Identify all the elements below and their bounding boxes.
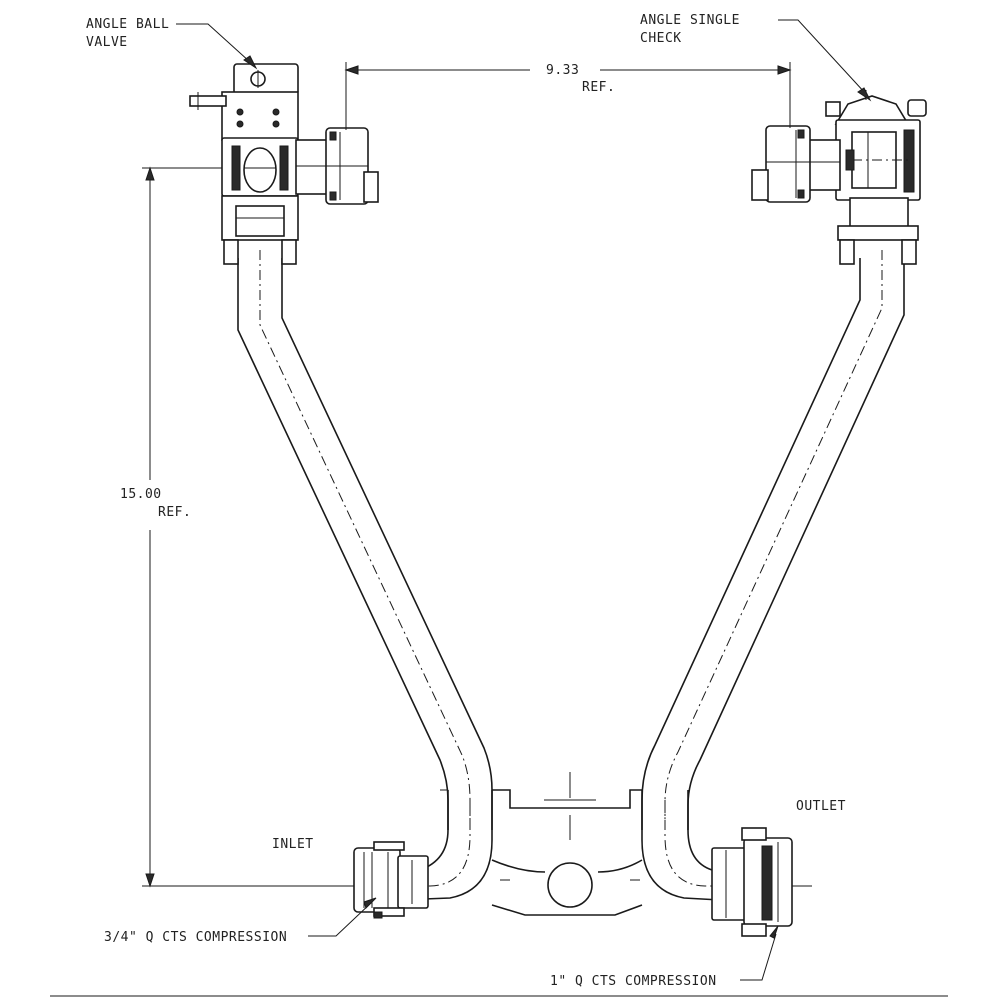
width-dimension-value: 9.33 [546, 63, 579, 78]
angle-ball-valve [189, 63, 379, 265]
label-angle-ball-valve-line1: ANGLE BALL [86, 17, 169, 32]
callout-leaders [176, 19, 872, 981]
inlet-compression-fitting [320, 841, 429, 919]
label-outlet: OUTLET [796, 799, 846, 814]
width-dimension [344, 62, 792, 130]
height-dimension-note: REF. [158, 505, 191, 520]
height-dimension-value: 15.00 [120, 487, 162, 502]
width-dimension-note: REF. [582, 80, 615, 95]
label-inlet-compression: 3/4" Q CTS COMPRESSION [104, 930, 287, 945]
outlet-compression-fitting [711, 827, 812, 937]
label-angle-single-check-line1: ANGLE SINGLE [640, 13, 740, 28]
bottom-manifold [360, 772, 780, 916]
angle-single-check [751, 90, 927, 265]
label-outlet-compression: 1" Q CTS COMPRESSION [550, 974, 717, 989]
label-inlet: INLET [272, 837, 314, 852]
left-riser-pipe [237, 250, 493, 830]
height-dimension [142, 166, 320, 888]
right-riser-pipe [641, 250, 905, 830]
label-angle-ball-valve-line2: VALVE [86, 35, 128, 50]
label-angle-single-check-line2: CHECK [640, 31, 682, 46]
